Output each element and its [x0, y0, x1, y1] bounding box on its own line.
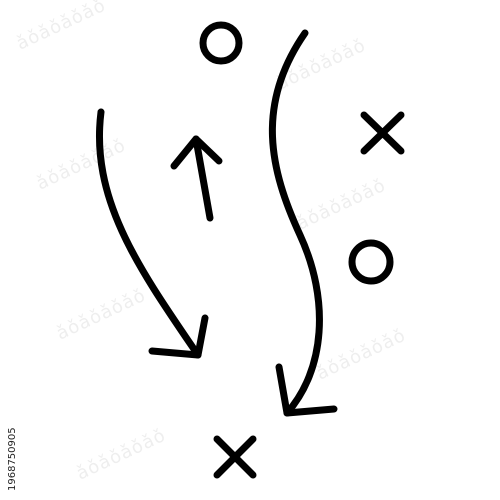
arrow-s-curve-icon: [269, 29, 338, 417]
svg-text:ǎǒǎǒǎǒǎǒ: ǎǒǎǒǎǒǎǒ: [293, 175, 389, 235]
stock-id-label: 1968750905: [7, 379, 21, 491]
svg-text:ǎǒǎǒǎǒǎǒ: ǎǒǎǒǎǒǎǒ: [73, 425, 169, 485]
circle-o-top-icon: [199, 21, 243, 65]
svg-text:ǎǒǎǒǎǒǎǒ: ǎǒǎǒǎǒǎǒ: [33, 135, 129, 195]
svg-text:ǎǒǎǒǎǒǎǒ: ǎǒǎǒǎǒǎǒ: [53, 285, 149, 345]
watermark-pattern: ǎǒǎǒǎǒǎǒ ǎǒǎǒǎǒǎǒ ǎǒǎǒǎǒǎǒ ǎǒǎǒǎǒǎǒ ǎǒǎǒ…: [13, 0, 409, 485]
cross-x-bottom-icon: [213, 435, 257, 479]
circle-o-middle-icon: [348, 239, 394, 285]
svg-text:ǎǒǎǒǎǒǎǒ: ǎǒǎǒǎǒǎǒ: [313, 325, 409, 385]
arrow-up-icon: [170, 135, 223, 222]
cross-x-right-icon: [360, 111, 405, 155]
svg-text:ǎǒǎǒǎǒǎǒ: ǎǒǎǒǎǒǎǒ: [13, 0, 109, 55]
stock-id-text: 1968750905: [7, 427, 18, 491]
arrow-left-curve-icon: [96, 108, 209, 359]
